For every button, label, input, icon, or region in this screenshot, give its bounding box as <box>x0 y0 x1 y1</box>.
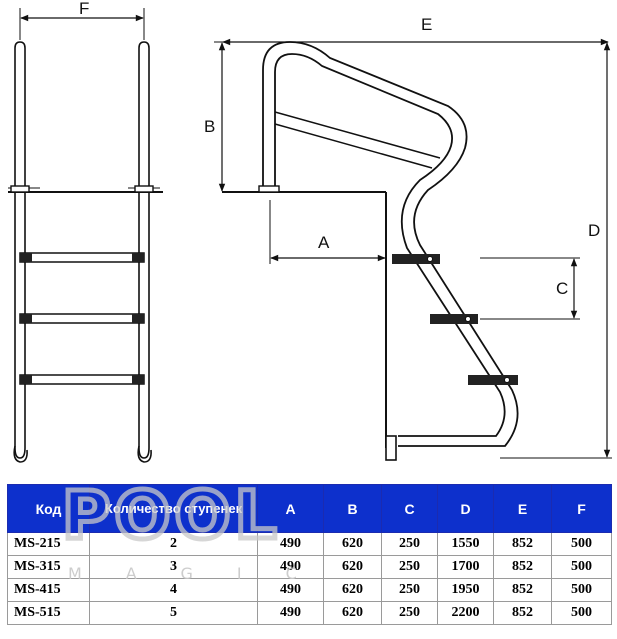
cell-steps: 3 <box>89 555 258 579</box>
front-step <box>19 313 145 324</box>
cell-c: 250 <box>381 532 438 556</box>
cell-b: 620 <box>323 578 382 602</box>
cell-code: MS-515 <box>7 601 90 625</box>
front-step <box>19 252 145 263</box>
handrail-outer <box>262 41 519 447</box>
cell-b: 620 <box>323 555 382 579</box>
cell-f: 500 <box>551 578 612 602</box>
header-c: C <box>381 484 438 533</box>
cell-a: 490 <box>257 532 324 556</box>
cell-code: MS-215 <box>7 532 90 556</box>
header-a: A <box>257 484 324 533</box>
cell-a: 490 <box>257 555 324 579</box>
table-row: MS-215 2 490 620 250 1550 852 500 <box>7 532 612 556</box>
dim-e-label: E <box>421 15 432 34</box>
front-view <box>8 8 163 463</box>
cell-d: 1550 <box>437 532 494 556</box>
table-row: MS-315 3 490 620 250 1700 852 500 <box>7 555 612 579</box>
cell-c: 250 <box>381 578 438 602</box>
cell-d: 1950 <box>437 578 494 602</box>
cell-code: MS-415 <box>7 578 90 602</box>
side-step <box>392 254 440 264</box>
left-rail <box>14 41 26 459</box>
dim-d-label: D <box>588 221 600 240</box>
cell-f: 500 <box>551 532 612 556</box>
handrail-inner <box>274 53 506 437</box>
cell-e: 852 <box>493 532 552 556</box>
dim-b-label: B <box>204 117 215 136</box>
front-step <box>19 374 145 385</box>
cell-e: 852 <box>493 555 552 579</box>
ladder-diagram: F B E <box>8 0 612 463</box>
cell-d: 2200 <box>437 601 494 625</box>
spec-table: Код Количество ступенек A B C D E F MS-2… <box>7 484 612 625</box>
cell-e: 852 <box>493 578 552 602</box>
cell-b: 620 <box>323 601 382 625</box>
side-step <box>430 314 478 324</box>
side-view <box>214 38 612 461</box>
cell-e: 852 <box>493 601 552 625</box>
right-rail <box>138 41 150 459</box>
cell-d: 1700 <box>437 555 494 579</box>
cell-f: 500 <box>551 601 612 625</box>
header-b: B <box>323 484 382 533</box>
cell-steps: 4 <box>89 578 258 602</box>
cell-a: 490 <box>257 601 324 625</box>
header-f: F <box>551 484 612 533</box>
header-steps: Количество ступенек <box>89 484 258 533</box>
table-row: MS-515 5 490 620 250 2200 852 500 <box>7 601 612 625</box>
side-step <box>468 375 518 385</box>
cell-a: 490 <box>257 578 324 602</box>
dim-c-label: C <box>556 279 568 298</box>
cell-f: 500 <box>551 555 612 579</box>
dim-a-label: A <box>318 233 330 252</box>
cell-steps: 2 <box>89 532 258 556</box>
header-code: Код <box>7 484 90 533</box>
cell-c: 250 <box>381 555 438 579</box>
header-e: E <box>493 484 552 533</box>
cell-c: 250 <box>381 601 438 625</box>
header-d: D <box>437 484 494 533</box>
cell-code: MS-315 <box>7 555 90 579</box>
table-row: MS-415 4 490 620 250 1950 852 500 <box>7 578 612 602</box>
dim-f-label: F <box>79 0 89 18</box>
table-header-row: Код Количество ступенек A B C D E F <box>7 484 612 533</box>
cell-steps: 5 <box>89 601 258 625</box>
cell-b: 620 <box>323 532 382 556</box>
